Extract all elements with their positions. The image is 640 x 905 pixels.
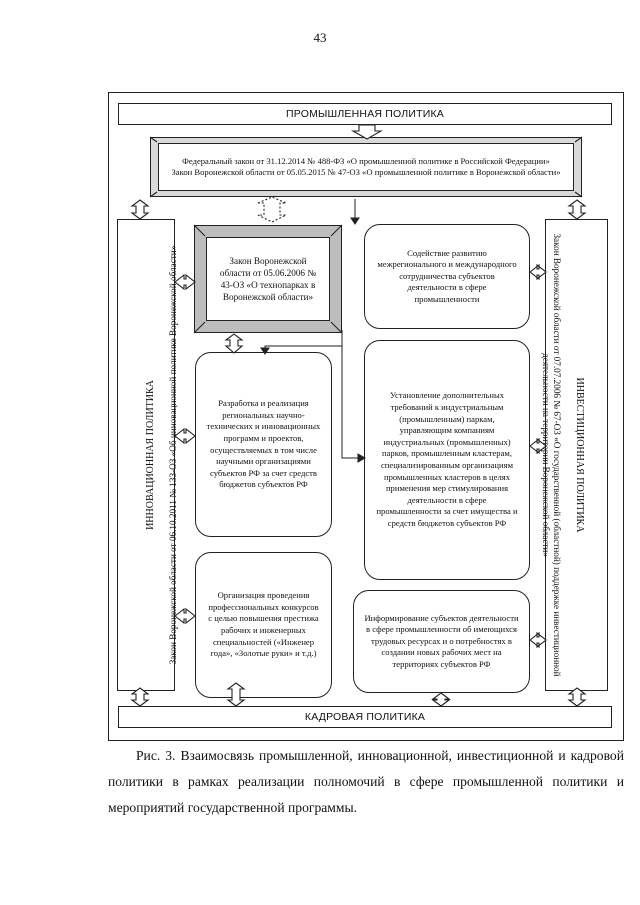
technopark-law-text: Закон Воронежской области от 05.06.2006 … bbox=[219, 256, 317, 302]
arrow-banner-to-laws bbox=[350, 124, 384, 140]
arrow-right-to-cooperation bbox=[529, 263, 547, 281]
industrial-policy-title: ПРОМЫШЛЕННАЯ ПОЛИТИКА bbox=[285, 108, 445, 120]
technopark-law-inner: Закон Воронежской области от 05.06.2006 … bbox=[206, 237, 330, 321]
thin-connectors bbox=[260, 199, 367, 463]
federal-laws-inner: Федеральный закон от 31.12.2014 № 488-ФЗ… bbox=[158, 143, 574, 191]
industrial-parks-requirements-text: Установление дополнительных требований к… bbox=[376, 390, 518, 528]
arrow-informing-to-personnel bbox=[431, 692, 451, 707]
arrow-left-column-to-personnel bbox=[130, 687, 150, 707]
industrial-parks-requirements-box: Установление дополнительных требований к… bbox=[364, 340, 530, 580]
personnel-policy-banner: КАДРОВАЯ ПОЛИТИКА bbox=[118, 706, 612, 728]
arrow-right-to-requirements bbox=[529, 437, 547, 455]
federal-law-488: Федеральный закон от 31.12.2014 № 488-ФЗ… bbox=[182, 156, 550, 166]
figure-caption: Рис. 3. Взаимосвязь промышленной, иннова… bbox=[108, 748, 624, 815]
arrow-right-to-informing bbox=[529, 631, 547, 649]
cooperation-box: Содействие развитию межрегионального и м… bbox=[364, 224, 530, 329]
arrow-left-to-contests bbox=[174, 607, 196, 625]
arrow-laws-to-right-column bbox=[567, 199, 587, 220]
federal-box-bevel-lines bbox=[149, 136, 583, 198]
cooperation-text: Содействие развитию межрегионального и м… bbox=[377, 247, 517, 304]
informing-text: Информирование субъектов деятельности в … bbox=[364, 612, 519, 669]
technopark-law-box: Закон Воронежской области от 05.06.2006 … bbox=[194, 225, 342, 333]
diagram-frame bbox=[108, 92, 624, 741]
regional-law-47: Закон Воронежской области от 05.05.2015 … bbox=[171, 167, 561, 177]
arrow-right-column-to-personnel bbox=[567, 687, 587, 707]
professional-contests-text: Организация проведения профессиональных … bbox=[208, 590, 319, 659]
investment-policy-column bbox=[545, 219, 608, 691]
federal-laws-box: Федеральный закон от 31.12.2014 № 488-ФЗ… bbox=[150, 137, 582, 197]
arrow-left-to-technopark bbox=[174, 273, 196, 291]
dashed-arrow-laws-to-technopark bbox=[257, 196, 287, 223]
arrow-laws-to-left-column bbox=[130, 199, 150, 220]
arrow-contests-to-personnel bbox=[226, 682, 246, 707]
informing-box: Информирование субъектов деятельности в … bbox=[353, 590, 530, 693]
innovation-policy-column bbox=[117, 219, 175, 691]
page-number: 43 bbox=[313, 30, 327, 45]
research-programs-text: Разработка и реализация региональных нау… bbox=[206, 398, 321, 490]
arrow-left-to-research bbox=[174, 427, 196, 445]
personnel-policy-title: КАДРОВАЯ ПОЛИТИКА bbox=[304, 711, 426, 723]
professional-contests-box: Организация проведения профессиональных … bbox=[195, 552, 332, 698]
arrow-technopark-to-research bbox=[224, 333, 244, 354]
technopark-box-bevel-lines bbox=[193, 224, 343, 334]
